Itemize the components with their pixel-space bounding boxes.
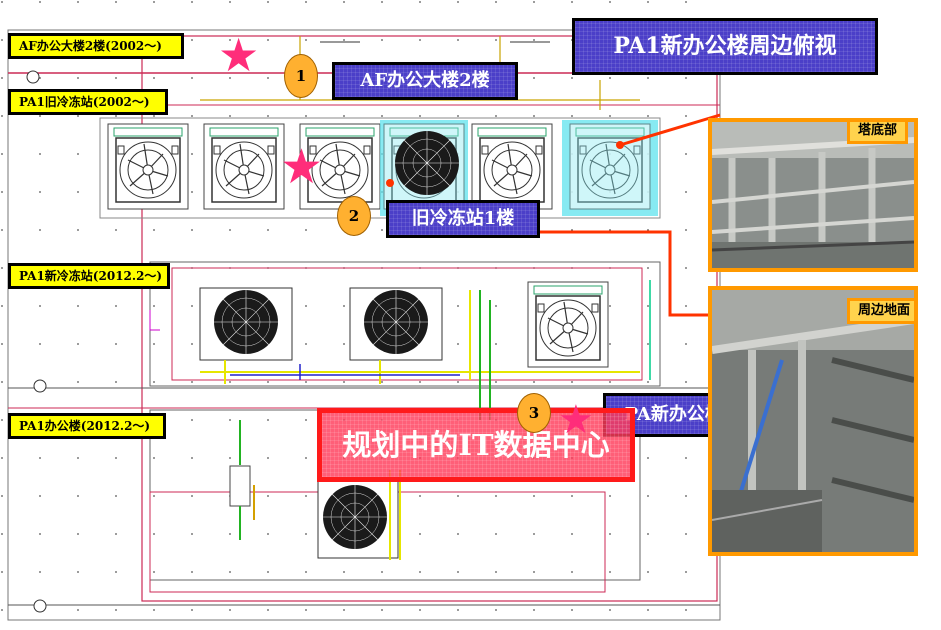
photo-label-surrounding-ground: 周边地面 bbox=[847, 298, 914, 324]
photo-tower-bottom: 塔底部 bbox=[708, 118, 918, 272]
star-icon: ★ bbox=[218, 28, 260, 82]
photo-label-tower-bottom: 塔底部 bbox=[847, 122, 909, 144]
photo-surrounding-ground: 周边地面 bbox=[708, 286, 918, 556]
marker-1: 1 bbox=[284, 54, 318, 98]
label-pa1-new-chiller-station: PA1新冷冻站(2012.2～) bbox=[8, 263, 170, 289]
label-af-building-2f: AF办公大楼2楼(2002～) bbox=[8, 33, 184, 59]
marker-3: 3 bbox=[517, 393, 551, 433]
star-icon: ★ bbox=[558, 397, 594, 443]
title-overview: PA1新办公楼周边俯视 bbox=[572, 18, 878, 75]
planned-it-datacenter: 规划中的IT数据中心 bbox=[317, 408, 635, 482]
callout-af-building-2f: AF办公大楼2楼 bbox=[332, 62, 518, 100]
surrounding-ground-image bbox=[712, 290, 914, 552]
star-icon: ★ bbox=[280, 139, 324, 195]
marker-2: 2 bbox=[337, 196, 371, 236]
label-pa1-office-building: PA1办公楼(2012.2～) bbox=[8, 413, 166, 439]
tower-bottom-image bbox=[712, 122, 914, 268]
callout-old-chiller-station-1f: 旧冷冻站1楼 bbox=[386, 200, 540, 238]
label-pa1-old-chiller-station: PA1旧冷冻站(2002～) bbox=[8, 89, 168, 115]
